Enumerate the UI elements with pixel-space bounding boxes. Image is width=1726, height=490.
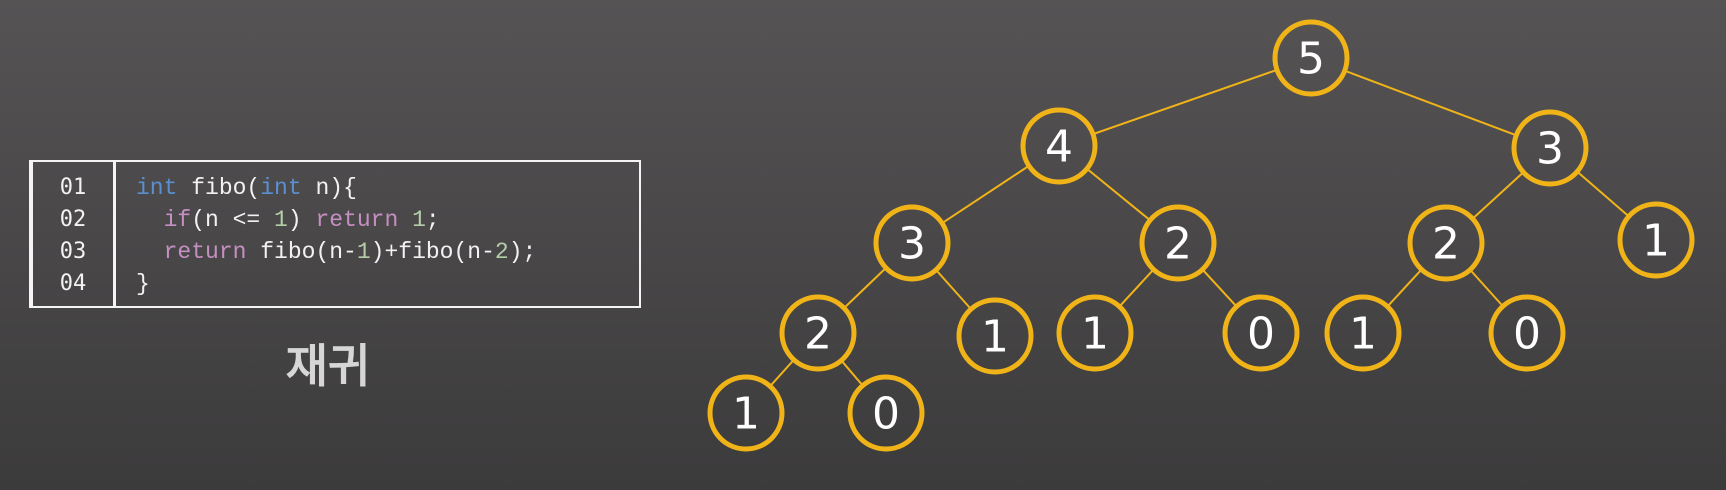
tree-node: 1 — [707, 374, 785, 452]
tree-node-circle — [847, 374, 925, 452]
tree-node-circle — [1272, 19, 1350, 97]
tree-node-circle — [779, 294, 857, 372]
tree-node: 0 — [1488, 294, 1566, 372]
tree-node-label: 2 — [1164, 219, 1192, 270]
tree-edge — [1471, 171, 1525, 220]
line-number-gutter: 01 02 03 04 — [31, 162, 116, 306]
code-token: return — [163, 239, 247, 265]
code-token: 1 — [412, 207, 426, 233]
tree-node: 1 — [1324, 294, 1402, 372]
code-token: int — [260, 175, 302, 201]
code-token: if — [163, 207, 192, 233]
tree-node-circle — [956, 297, 1034, 375]
code-token: (n <= — [191, 207, 275, 233]
tree-node: 5 — [1272, 19, 1350, 97]
tree-node-circle — [1222, 294, 1300, 372]
tree-edge — [935, 269, 972, 310]
tree-node-label: 1 — [732, 389, 760, 440]
tree-edge — [1201, 268, 1238, 308]
tree-node-label: 1 — [981, 312, 1009, 363]
code-token: return — [315, 207, 399, 233]
tree-node-circle — [1139, 204, 1217, 282]
tree-node: 2 — [1407, 204, 1485, 282]
tree-node: 0 — [1222, 294, 1300, 372]
code-token: 2 — [494, 239, 509, 265]
tree-node-label: 3 — [1536, 124, 1564, 175]
code-token: fibo( — [177, 175, 261, 201]
tree-node: 3 — [873, 204, 951, 282]
tree-node: 2 — [779, 294, 857, 372]
tree-node-label: 2 — [804, 309, 832, 360]
code-lines: int fibo(int n){ if(n <= 1) return 1; re… — [116, 162, 536, 306]
tree-node-label: 1 — [1642, 216, 1670, 267]
tree-node: 1 — [1056, 294, 1134, 372]
tree-node: 4 — [1020, 107, 1098, 185]
tree-node-label: 5 — [1297, 34, 1325, 85]
tree-edge — [1086, 167, 1151, 222]
code-line: int fibo(int n){ — [136, 172, 536, 204]
tree-edge — [941, 164, 1030, 225]
tree-node-label: 1 — [1081, 309, 1109, 360]
tree-node-label: 4 — [1045, 122, 1073, 173]
code-line: if(n <= 1) return 1; — [136, 204, 536, 236]
tree-edge — [843, 267, 887, 309]
tree-node: 0 — [847, 374, 925, 452]
code-token: ; — [425, 207, 440, 233]
tree-node-label: 0 — [872, 389, 900, 440]
code-token: 1 — [274, 207, 288, 233]
tree-edge — [769, 359, 795, 387]
tree-node-circle — [1617, 201, 1695, 279]
tree-node-circle — [1324, 294, 1402, 372]
tree-node-circle — [707, 374, 785, 452]
tree-node-label: 2 — [1432, 219, 1460, 270]
line-number: 04 — [59, 271, 87, 296]
caption-title: 재귀 — [285, 339, 371, 393]
tree-edge — [840, 359, 864, 387]
line-number: 03 — [59, 239, 87, 264]
tree-node-label: 1 — [1349, 309, 1377, 360]
tree-node-circle — [1020, 107, 1098, 185]
tree-edges — [769, 68, 1630, 387]
tree-node: 3 — [1511, 109, 1589, 187]
tree-node-label: 3 — [898, 219, 926, 270]
code-token: ) — [287, 207, 316, 233]
tree-node-circle — [1511, 109, 1589, 187]
code-block: 01 02 03 04 int fibo(int n){ if(n <= 1) … — [29, 160, 641, 308]
code-token: n){ — [301, 175, 357, 201]
line-number: 01 — [59, 175, 87, 200]
tree-edge — [1469, 269, 1504, 307]
tree-node-circle — [1488, 294, 1566, 372]
tree-node: 1 — [1617, 201, 1695, 279]
tree-node: 1 — [956, 297, 1034, 375]
tree-node-circle — [1407, 204, 1485, 282]
tree-node-circle — [873, 204, 951, 282]
tree-edge — [1092, 68, 1278, 136]
line-number: 02 — [59, 207, 87, 232]
code-token: } — [136, 271, 150, 297]
code-token: ); — [508, 239, 537, 265]
tree-edge — [1386, 268, 1423, 308]
code-token: )+fibo(n- — [370, 239, 495, 265]
code-token: int — [136, 175, 178, 201]
tree-node-circle — [1056, 294, 1134, 372]
tree-node-label: 0 — [1513, 309, 1541, 360]
code-line: } — [136, 268, 536, 300]
code-line: return fibo(n-1)+fibo(n-2); — [136, 236, 537, 268]
code-token: 1 — [356, 239, 371, 265]
tree-node: 2 — [1139, 204, 1217, 282]
tree-node-label: 0 — [1247, 309, 1275, 360]
code-token: fibo(n- — [246, 239, 357, 265]
tree-edge — [1576, 170, 1630, 218]
tree-edge — [1344, 69, 1517, 137]
tree-edge — [1118, 268, 1155, 308]
